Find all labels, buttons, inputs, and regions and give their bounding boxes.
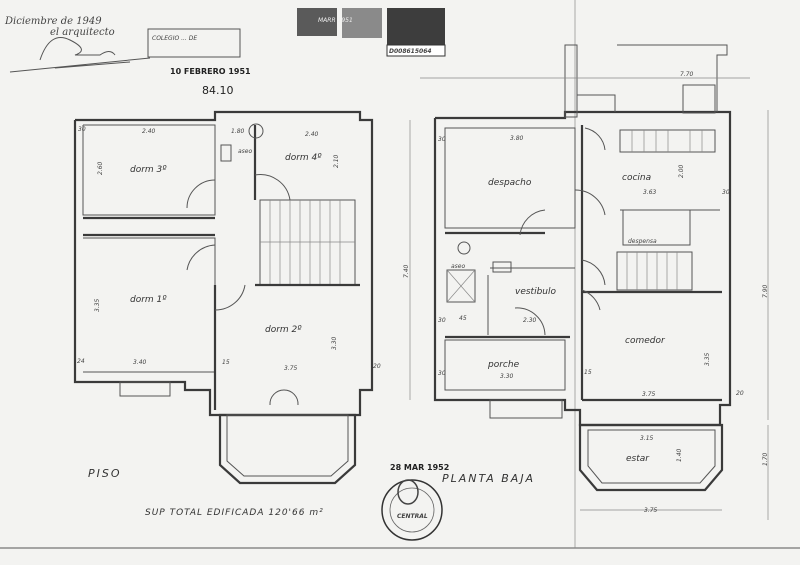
svg-text:15: 15 bbox=[584, 369, 592, 376]
svg-text:30: 30 bbox=[438, 370, 446, 377]
svg-text:7.70: 7.70 bbox=[680, 71, 694, 78]
room-label: dorm 3º bbox=[130, 165, 167, 175]
room-label: vestibulo bbox=[515, 287, 556, 297]
upper-floor-title: PISO bbox=[88, 467, 122, 480]
svg-text:3.35: 3.35 bbox=[94, 298, 101, 312]
svg-text:3.75: 3.75 bbox=[284, 365, 298, 372]
svg-text:3.30: 3.30 bbox=[500, 373, 514, 380]
total-area-label: SUP TOTAL EDIFICADA 120'66 m² bbox=[145, 508, 324, 518]
svg-text:7.90: 7.90 bbox=[762, 284, 769, 298]
room-label: aseo bbox=[238, 148, 252, 155]
architect-signature bbox=[9, 37, 151, 73]
svg-text:24: 24 bbox=[77, 358, 85, 365]
svg-text:15: 15 bbox=[222, 359, 230, 366]
svg-text:20: 20 bbox=[373, 363, 381, 370]
round-official-stamp: 28 MAR 1952 CENTRAL bbox=[381, 463, 449, 541]
svg-text:1.40: 1.40 bbox=[676, 448, 683, 462]
svg-text:30: 30 bbox=[438, 136, 446, 143]
college-stamp: COLEGIO ... DE bbox=[147, 28, 241, 58]
svg-text:30: 30 bbox=[78, 126, 86, 133]
room-label: cocina bbox=[622, 173, 651, 183]
room-label: despacho bbox=[488, 178, 532, 188]
received-date-stamp: 10 FEBRERO 1951 bbox=[170, 67, 251, 76]
ground-floor-dimensions: 7.70 3.80 30 3.63 2.00 30 7.40 7.90 2.30… bbox=[403, 71, 769, 514]
svg-text:2.40: 2.40 bbox=[142, 128, 156, 135]
svg-text:2.00: 2.00 bbox=[678, 164, 685, 178]
svg-text:2.60: 2.60 bbox=[97, 161, 104, 175]
room-label: despensa bbox=[628, 238, 657, 245]
svg-text:2.40: 2.40 bbox=[305, 131, 319, 138]
room-label: estar bbox=[626, 454, 650, 464]
room-label: porche bbox=[487, 360, 520, 370]
handwritten-role: el arquitecto bbox=[50, 27, 115, 38]
svg-text:3.40: 3.40 bbox=[133, 359, 147, 366]
svg-text:3.80: 3.80 bbox=[510, 135, 524, 142]
svg-text:3.75: 3.75 bbox=[642, 391, 656, 398]
registry-number: 84.10 bbox=[202, 84, 234, 97]
tax-stamps: MARR 1951 D008615064 bbox=[297, 8, 446, 57]
svg-text:1.80: 1.80 bbox=[231, 128, 245, 135]
handwritten-date: Diciembre de 1949 bbox=[4, 16, 102, 27]
svg-text:30: 30 bbox=[438, 317, 446, 324]
svg-text:MARR 1951: MARR 1951 bbox=[318, 17, 353, 24]
room-label: dorm 1º bbox=[130, 295, 167, 305]
svg-text:3.15: 3.15 bbox=[640, 435, 654, 442]
room-label: dorm 2º bbox=[265, 325, 302, 335]
svg-text:3.63: 3.63 bbox=[643, 189, 657, 196]
svg-text:3.30: 3.30 bbox=[331, 336, 338, 350]
svg-text:20: 20 bbox=[736, 390, 744, 397]
svg-text:D008615064: D008615064 bbox=[389, 48, 432, 55]
svg-text:1.70: 1.70 bbox=[762, 452, 769, 466]
room-label: dorm 4º bbox=[285, 153, 322, 163]
svg-text:30: 30 bbox=[722, 189, 730, 196]
svg-text:7.40: 7.40 bbox=[403, 264, 410, 278]
svg-text:COLEGIO ... DE: COLEGIO ... DE bbox=[152, 35, 197, 42]
room-label: comedor bbox=[625, 336, 666, 346]
ground-floor-plan bbox=[409, 44, 769, 520]
svg-text:3.75: 3.75 bbox=[644, 507, 658, 514]
ground-floor-title: PLANTA BAJA bbox=[442, 472, 535, 485]
svg-text:3.35: 3.35 bbox=[704, 352, 711, 366]
svg-text:28 MAR 1952: 28 MAR 1952 bbox=[390, 463, 449, 472]
svg-text:2.10: 2.10 bbox=[333, 154, 340, 168]
room-label: aseo bbox=[451, 263, 465, 270]
svg-text:45: 45 bbox=[459, 315, 467, 322]
svg-text:CENTRAL: CENTRAL bbox=[397, 513, 428, 520]
svg-text:2.30: 2.30 bbox=[523, 317, 537, 324]
upper-floor-dimensions: 30 2.40 1.80 2.40 2.60 2.10 3.35 3.40 24… bbox=[77, 126, 381, 372]
upper-floor-plan bbox=[73, 110, 374, 485]
